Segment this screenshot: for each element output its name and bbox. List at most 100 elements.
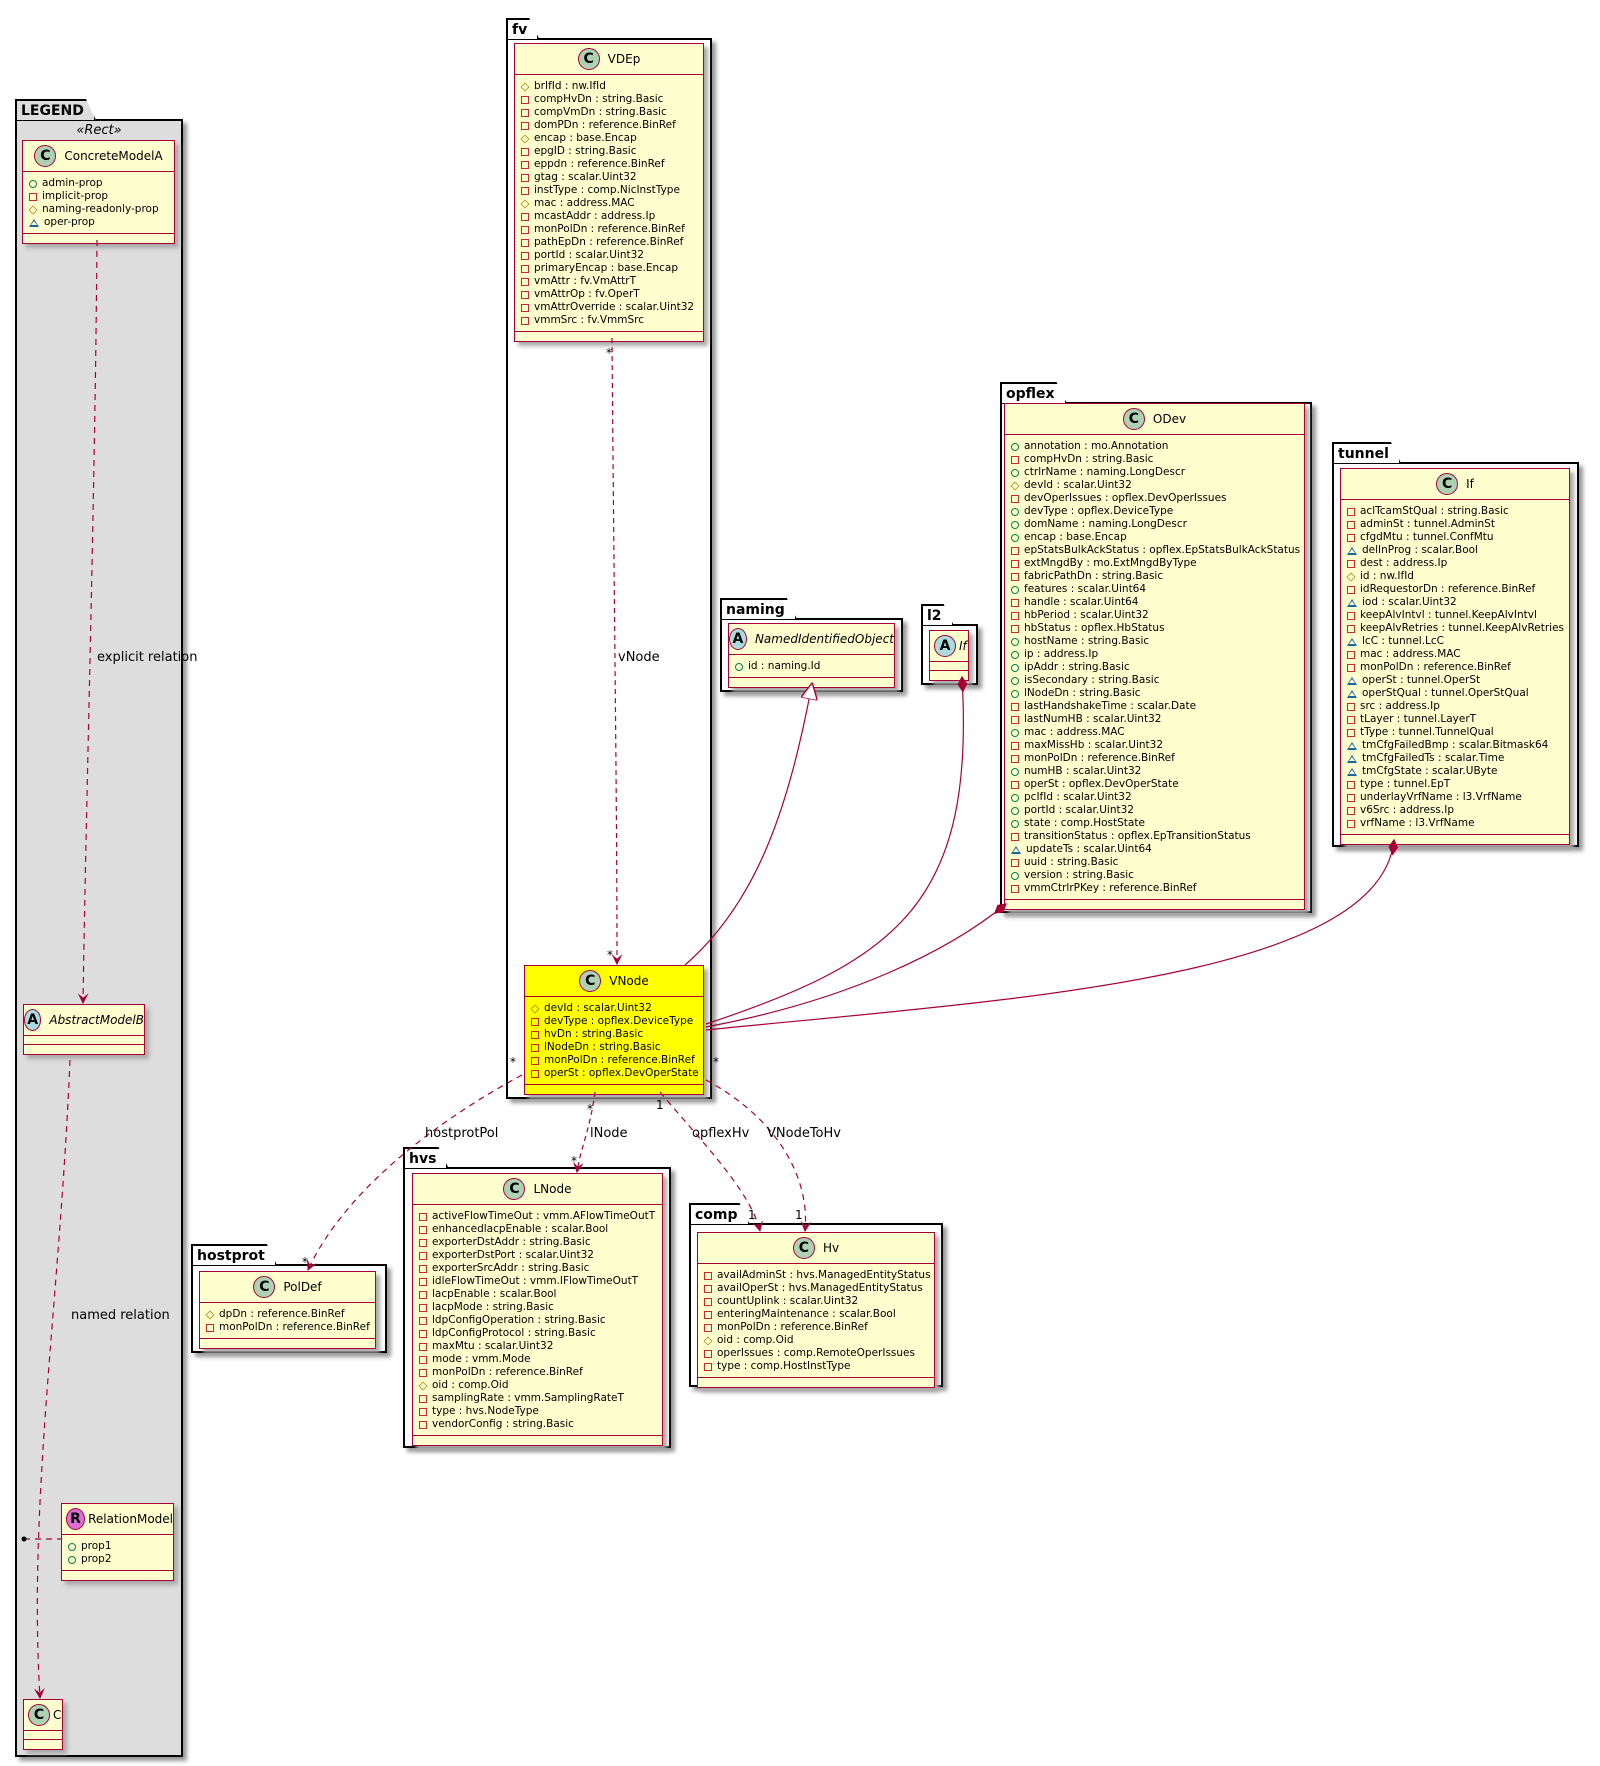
private-visibility-icon [1347,702,1355,711]
private-visibility-icon [419,1238,427,1247]
method-list [24,1045,144,1054]
attribute-text: vrfName : l3.VrfName [1360,817,1475,829]
attribute-text: devId : scalar.Uint32 [544,1002,652,1014]
private-visibility-icon [1347,559,1355,568]
private-visibility-icon [1011,494,1019,503]
package-tab: comp [689,1203,750,1224]
public-visibility-icon [1011,871,1019,880]
attribute-row: operSt : opflex.DevOperState [1011,778,1298,791]
public-visibility-icon [1011,806,1019,815]
attribute-text: mac : address.MAC [1360,648,1461,660]
attribute-row: prop1 [68,1540,167,1553]
attribute-text: availOperSt : hvs.ManagedEntityStatus [717,1282,923,1294]
class-name: AbstractModelB [49,1013,144,1027]
protected-visibility-icon [530,1003,540,1014]
attribute-row: keepAlvRetries : tunnel.KeepAlvRetries [1347,622,1564,635]
attribute-text: vmAttrOp : fv.OperT [534,288,640,300]
attribute-text: lastHandshakeTime : scalar.Date [1024,700,1197,712]
mult-vnode-right: * [713,1055,719,1069]
attribute-row: tmCfgFailedBmp : scalar.Bitmask64 [1347,739,1563,752]
attribute-text: compHvDn : string.Basic [1024,453,1154,465]
attribute-row: lNodeDn : string.Basic [531,1041,697,1054]
private-visibility-icon [531,1056,539,1065]
attribute-text: updateTs : scalar.Uint64 [1026,843,1152,855]
attribute-text: vmmSrc : fv.VmmSrc [534,314,645,326]
attribute-text: maxMissHb : scalar.Uint32 [1024,739,1164,751]
attribute-text: monPolDn : reference.BinRef [544,1054,695,1066]
attribute-row: underlayVrfName : l3.VrfName [1347,791,1563,804]
attribute-text: handle : scalar.Uint64 [1024,596,1139,608]
mult-lnode: * [571,1154,577,1168]
attribute-text: lcC : tunnel.LcC [1362,635,1444,647]
attribute-text: exporterDstAddr : string.Basic [432,1236,591,1248]
attribute-text: lacpEnable : scalar.Bool [432,1288,557,1300]
public-visibility-icon [1011,468,1019,477]
attribute-text: monPolDn : reference.BinRef [219,1321,370,1333]
private-visibility-icon [521,95,529,104]
attribute-text: lNodeDn : string.Basic [1024,687,1141,699]
attribute-row: idRequestorDn : reference.BinRef [1347,583,1563,596]
public-visibility-icon [1011,533,1019,542]
class-icon: C [577,48,600,70]
attribute-text: instType : comp.NicInstType [534,184,680,196]
attribute-row: mac : address.MAC [1011,726,1298,739]
private-visibility-icon [1011,559,1019,568]
method-list [23,234,174,243]
attribute-row: id : nw.IfId [1346,570,1563,583]
attribute-text: enhancedlacpEnable : scalar.Bool [432,1223,609,1235]
attribute-list [930,662,968,671]
package-tab: fv [506,18,539,39]
attribute-row: id : naming.Id [735,660,888,673]
private-visibility-icon [1347,793,1355,802]
mult-hv-vnodetohv: 1 [795,1208,803,1222]
package-name: l2 [927,608,942,624]
private-visibility-icon [1347,533,1355,542]
attribute-text: mac : address.MAC [534,197,635,209]
method-list [1341,835,1569,844]
protected-visibility-icon [520,133,530,144]
package-private-visibility-icon [1347,689,1357,698]
public-visibility-icon [68,1555,76,1564]
attribute-text: pathEpDn : reference.BinRef [534,236,684,248]
private-visibility-icon [1011,754,1019,763]
private-visibility-icon [1011,624,1019,633]
label-hostprotpol: hostprotPol [425,1126,499,1141]
attribute-row: annotation : mo.Annotation [1011,440,1298,453]
attribute-text: primaryEncap : base.Encap [534,262,678,274]
attribute-row: lastNumHB : scalar.Uint32 [1011,713,1298,726]
public-visibility-icon [1011,637,1019,646]
attribute-row: vmAttrOp : fv.OperT [521,288,697,301]
attribute-text: devOperIssues : opflex.DevOperIssues [1024,492,1227,504]
method-list [525,1085,703,1094]
attribute-text: type : tunnel.EpT [1360,778,1451,790]
attribute-text: lNodeDn : string.Basic [544,1041,661,1053]
private-visibility-icon [1011,741,1019,750]
attribute-row: vmmSrc : fv.VmmSrc [521,314,697,327]
attribute-row: prop2 [68,1553,167,1566]
attribute-text: devType : opflex.DeviceType [544,1015,694,1027]
attribute-row: gtag : scalar.Uint32 [521,171,697,184]
attribute-text: tmCfgState : scalar.UByte [1362,765,1498,777]
attribute-row: epStatsBulkAckStatus : opflex.EpStatsBul… [1011,544,1300,557]
class-icon: C [1436,473,1459,495]
attribute-text: oid : comp.Oid [432,1379,509,1391]
class-name: If [959,639,967,653]
attribute-row: encap : base.Encap [520,132,697,145]
attribute-row: activeFlowTimeOut : vmm.AFlowTimeOutT [419,1210,656,1223]
attribute-row: type : comp.HostInstType [704,1360,928,1373]
attribute-row: hbStatus : opflex.HbStatus [1011,622,1298,635]
